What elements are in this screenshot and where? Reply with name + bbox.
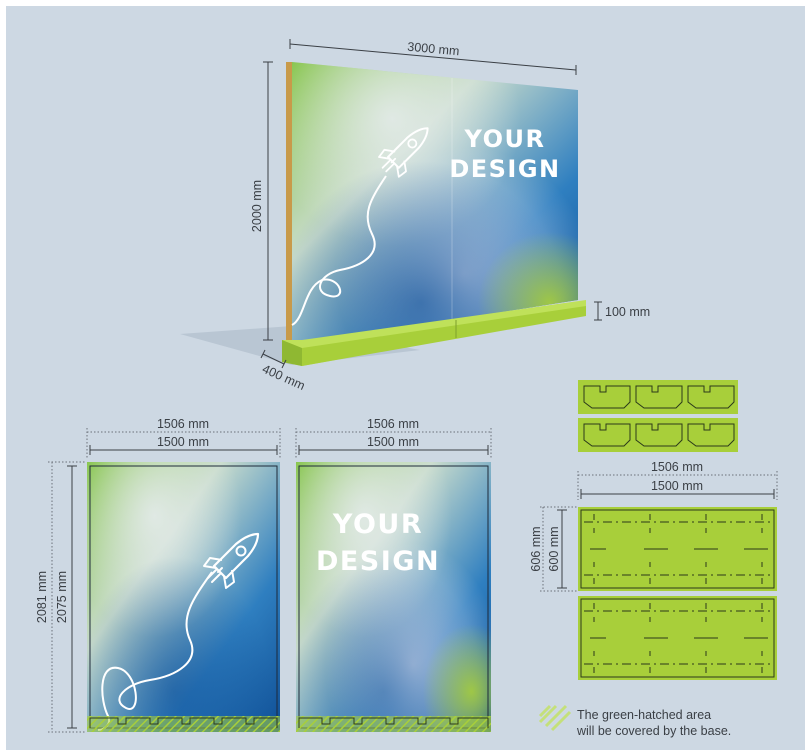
base-outer-height-label: 606 mm (529, 526, 543, 571)
left-panel (87, 462, 280, 732)
outer-height-label: 2081 mm (35, 571, 49, 623)
width-label: 3000 mm (407, 40, 460, 59)
connector-strip-2 (578, 418, 738, 452)
base-inner-width-label: 1500 mm (651, 479, 703, 493)
right-outer-width-label: 1506 mm (367, 417, 419, 431)
depth-label: 400 mm (260, 362, 307, 393)
depth-dimension (260, 349, 287, 369)
right-panel: YOUR DESIGN (296, 462, 491, 732)
right-inner-width-label: 1500 mm (367, 435, 419, 449)
base-view: 1506 mm 1500 mm 606 mm 600 mm (529, 380, 778, 680)
width-dimension (289, 39, 577, 75)
base-outer-width-label: 1506 mm (651, 460, 703, 474)
assembled-view: YOUR DESIGN 3000 mm 2000 mm 400 m (180, 39, 650, 393)
height-label: 2000 mm (250, 180, 264, 232)
base-height-label: 100 mm (605, 305, 650, 319)
base-plate-2 (578, 596, 777, 680)
legend: The green-hatched area will be covered b… (538, 704, 731, 738)
rocket-trail (97, 571, 213, 731)
legend-line2: will be covered by the base. (576, 724, 731, 738)
base-height-dimension (594, 301, 602, 321)
connector-strip-1 (578, 380, 738, 414)
design-text-line2: DESIGN (316, 546, 440, 577)
design-text-line2: DESIGN (449, 155, 560, 183)
inner-height-label: 2075 mm (55, 571, 69, 623)
base-plate-1 (578, 507, 777, 591)
base-inner-height-label: 600 mm (547, 526, 561, 571)
wall-side-edge (286, 62, 292, 345)
rocket-trail (291, 175, 387, 326)
legend-line1: The green-hatched area (577, 708, 711, 722)
wall-face (292, 62, 578, 345)
design-text-line1: YOUR (332, 509, 423, 540)
panel-view: 1506 mm 1500 mm 1506 mm 1500 mm 2081 mm … (35, 417, 492, 733)
left-outer-width-label: 1506 mm (157, 417, 209, 431)
left-inner-width-label: 1500 mm (157, 435, 209, 449)
base-block (282, 300, 586, 366)
design-text-line1: YOUR (464, 125, 546, 153)
height-dimension (263, 61, 273, 341)
hatch-swatch-icon (538, 704, 572, 732)
